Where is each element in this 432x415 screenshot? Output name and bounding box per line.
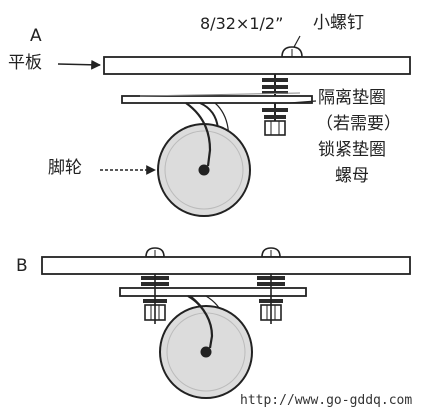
plate-label: 平板 (8, 53, 42, 73)
screw-name-label: 小螺钉 (313, 13, 364, 33)
diagram-b (41, 247, 411, 399)
caster-mount-plate-a (121, 95, 313, 104)
washer-label-spacer: 隔离垫圈 (318, 88, 386, 108)
nut-a (264, 120, 286, 136)
wheel-axle-b (200, 346, 212, 358)
washer-stack-a (262, 78, 288, 94)
plate-b (41, 256, 411, 275)
leader-washer (289, 100, 317, 104)
wheel-axle-a (198, 164, 210, 176)
screw-size-label: 8/32×1/2” (200, 14, 284, 33)
diagram-a (57, 35, 411, 217)
nut-label: 螺母 (335, 166, 369, 186)
caster-mount-plate-b (119, 287, 307, 297)
leader-screw (293, 35, 301, 48)
washer-label-lock: 锁紧垫圈 (318, 140, 386, 160)
plate-a (103, 56, 411, 75)
diagram-b-marker: B (16, 256, 28, 276)
washer-label-if-needed: （若需要） (316, 114, 401, 134)
caster-label: 脚轮 (48, 158, 82, 178)
leader-plate (57, 59, 101, 70)
lower-washers-a (262, 108, 288, 119)
diagram-a-marker: A (30, 26, 42, 46)
watermark-url: http://www.go-gddq.com (240, 393, 413, 408)
